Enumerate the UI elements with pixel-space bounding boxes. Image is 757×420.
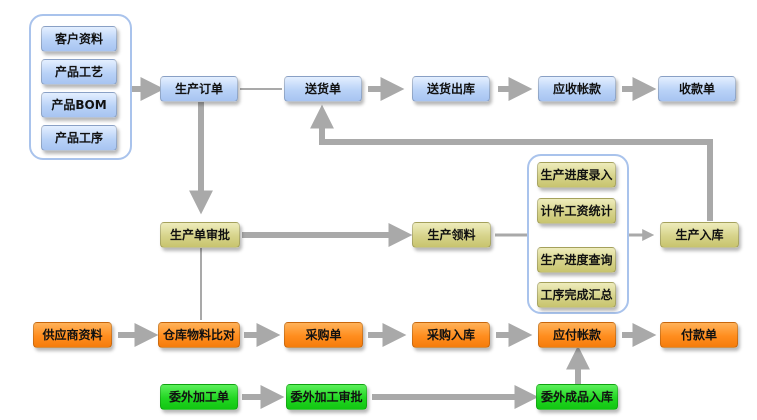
node-payable[interactable]: 应付帐款 [538, 322, 616, 348]
node-outsource-order[interactable]: 委外加工单 [160, 384, 238, 410]
node-production-order[interactable]: 生产订单 [160, 76, 238, 102]
node-receivable[interactable]: 应收帐款 [538, 76, 616, 102]
node-production-in[interactable]: 生产入库 [660, 222, 739, 248]
node-receipt[interactable]: 收款单 [658, 76, 736, 102]
node-piece-wage[interactable]: 计件工资统计 [537, 198, 616, 224]
node-delivery-note[interactable]: 送货单 [284, 76, 362, 102]
node-purchase-in[interactable]: 采购入库 [412, 322, 490, 348]
node-progress-entry[interactable]: 生产进度录入 [537, 162, 616, 188]
node-order-approval[interactable]: 生产单审批 [160, 222, 240, 248]
node-supplier[interactable]: 供应商资料 [33, 322, 112, 348]
node-payment[interactable]: 付款单 [660, 322, 738, 348]
node-delivery-out[interactable]: 送货出库 [412, 76, 490, 102]
arrow-production-in-to-delivery [310, 104, 713, 221]
node-customer[interactable]: 客户资料 [41, 26, 117, 52]
node-product-bom[interactable]: 产品BOM [41, 92, 117, 118]
node-product-process[interactable]: 产品工艺 [41, 59, 117, 85]
node-outsource-in[interactable]: 委外成品入库 [536, 384, 618, 410]
node-production-picking[interactable]: 生产领料 [412, 222, 491, 248]
node-purchase-order[interactable]: 采购单 [284, 322, 363, 348]
node-procedure-summary[interactable]: 工序完成汇总 [537, 282, 616, 308]
node-product-procedure[interactable]: 产品工序 [41, 125, 117, 151]
node-progress-query[interactable]: 生产进度查询 [537, 247, 616, 273]
node-outsource-approval[interactable]: 委外加工审批 [286, 384, 367, 410]
node-warehouse-compare[interactable]: 仓库物料比对 [158, 322, 240, 348]
